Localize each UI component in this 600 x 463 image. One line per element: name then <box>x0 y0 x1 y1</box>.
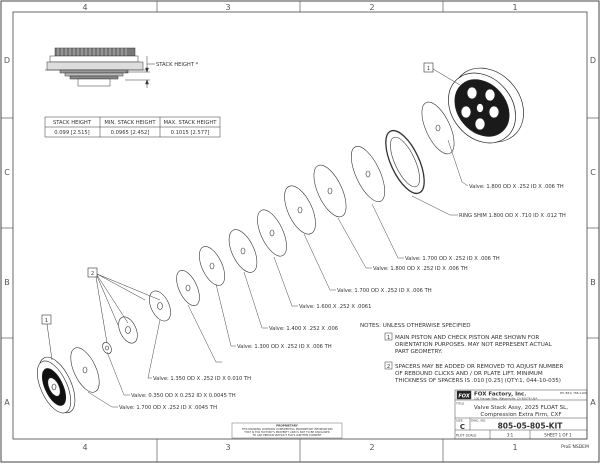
stack-height-table <box>44 116 221 138</box>
title-label: TITLE <box>455 402 464 406</box>
zone-bottom-2: 2 <box>369 443 374 452</box>
company-name: FOX Factory, Inc. <box>474 392 526 398</box>
zone-top-1: 1 <box>512 3 517 12</box>
notes-header: NOTES: UNLESS OTHERWISE SPECIFIED <box>360 323 471 329</box>
zone-right-b: B <box>590 278 596 287</box>
main-piston <box>448 67 524 144</box>
proprietary-box <box>231 422 343 439</box>
stack-side-view <box>45 47 155 88</box>
note-2-number: 2 <box>387 364 390 370</box>
zone-right-d: D <box>590 56 596 65</box>
leader-lines <box>87 139 469 408</box>
drawing-number: 805-05-805-KIT <box>498 422 564 431</box>
part-label-9: Valve: 1.350 OD X .252 ID X 0.010 TH <box>153 376 251 382</box>
part-label-1: Valve: 1.800 OD X .252 ID X .006 TH <box>469 184 564 190</box>
note-1-badge <box>384 332 393 341</box>
balloon-2-label: 2 <box>91 271 94 277</box>
sheet-number: SHEET 1 OF 1 <box>544 433 572 438</box>
part-label-8: Valve: 1.300 OD X .252 ID X .006 TH <box>237 344 332 350</box>
zone-right-a: A <box>590 398 596 407</box>
balloon-1-top-label: 1 <box>427 66 430 72</box>
company-phone: PH (831) 768-1100 <box>560 391 587 395</box>
dwg-no-label: DWG. NO. <box>471 419 486 423</box>
balloon-1-bottom <box>41 314 53 361</box>
fox-logo: FOX <box>458 394 470 400</box>
proprietary-line-3: TO ANY PERSON WITHOUT FOX'S WRITTEN CONS… <box>253 433 322 437</box>
part-label-7: Valve: 1.400 X .252 X .006 <box>269 326 338 332</box>
balloon-1-top <box>423 62 461 86</box>
note-1-line-2: ORIENTATION PURPOSES. MAY NOT REPRESENT … <box>395 342 553 348</box>
part-label-5: Valve: 1.700 OD X .252 ID X .006 TH <box>337 288 432 294</box>
part-label-4: Valve: 1.800 OD X .252 ID X .006 TH <box>373 266 468 272</box>
proprietary-line-1: THIS DRAWING CONTAINS CONFIDENTIAL PROPR… <box>242 427 333 431</box>
table-cell-stack: 0.099 [2.515] <box>54 130 89 136</box>
zone-bottom-1: 1 <box>512 443 517 452</box>
corner-text: ProE NSDEM <box>561 444 589 450</box>
plot-scale-label: PLOT SCALE <box>456 434 477 438</box>
zone-left-d: D <box>4 56 10 65</box>
stack-height-label: STACK HEIGHT * <box>156 62 199 68</box>
part-label-10: Valve: 0.350 OD X 0.252 ID X 0.0045 TH <box>131 393 236 399</box>
zone-bottom-4: 4 <box>82 443 87 452</box>
note-1-line-3: PART GEOMETRY. <box>395 349 442 355</box>
note-1-number: 1 <box>387 335 390 341</box>
balloon-2-spacers <box>87 267 161 344</box>
table-header-min: MIN. STACK HEIGHT <box>104 120 156 126</box>
proprietary-line-2: THAT IS FOX FACTORY'S PROPERTY AND IS NO… <box>244 430 330 434</box>
zone-left-a: A <box>4 398 10 407</box>
part-label-6: Valve: 1.600 X .252 X .0061 <box>299 304 371 310</box>
note-1-line-1: MAIN PISTON AND CHECK PISTON ARE SHOWN F… <box>395 335 539 341</box>
plot-scale-value: 3:1 <box>507 433 514 438</box>
part-label-2: RING SHIM 1.800 OD X .710 ID X .012 TH <box>459 213 566 219</box>
balloon-1-bottom-label: 1 <box>45 318 48 324</box>
note-2-badge <box>384 361 393 370</box>
zone-top-4: 4 <box>82 3 87 12</box>
table-cell-max: 0.1015 [2.577] <box>171 130 210 136</box>
table-cell-min: 0.0965 [2.452] <box>111 130 150 136</box>
title-block <box>454 389 588 440</box>
note-2-line-3: THICKNESS OF SPACERS IS .010 [0.25] (QTY… <box>394 378 561 384</box>
title-line-2: Compression Extra Firm, CXF <box>480 412 561 418</box>
table-header-max: MAX. STACK HEIGHT <box>164 120 218 126</box>
company-address: 130 Hangar Way, Watsonville, CA 95076 US… <box>474 396 537 400</box>
size-value: C <box>460 423 465 431</box>
check-piston <box>37 356 76 414</box>
title-line-1: Valve Stack Assy, 2025 FLOAT SL, <box>474 405 568 411</box>
proprietary-title: PROPRIETARY <box>276 424 299 428</box>
note-2-line-1: SPACERS MAY BE ADDED OR REMOVED TO ADJUS… <box>395 364 563 370</box>
zone-top-3: 3 <box>225 3 230 12</box>
zone-right-c: C <box>590 168 596 177</box>
table-header-stack: STACK HEIGHT <box>53 120 92 126</box>
zone-left-b: B <box>4 278 10 287</box>
note-2-line-2: OF REBOUND CLICKS AND / OR PLATE LIFT. M… <box>395 371 543 377</box>
part-label-3: Valve: 1.700 OD X .252 ID X .006 TH <box>405 256 500 262</box>
zone-top-2: 2 <box>369 3 374 12</box>
zone-left-c: C <box>4 168 10 177</box>
part-label-11: Valve: 1.700 OD X .252 ID X .0045 TH <box>119 405 217 411</box>
shim-stack <box>70 101 455 393</box>
size-label: SIZE <box>456 419 463 423</box>
zone-bottom-3: 3 <box>225 443 230 452</box>
